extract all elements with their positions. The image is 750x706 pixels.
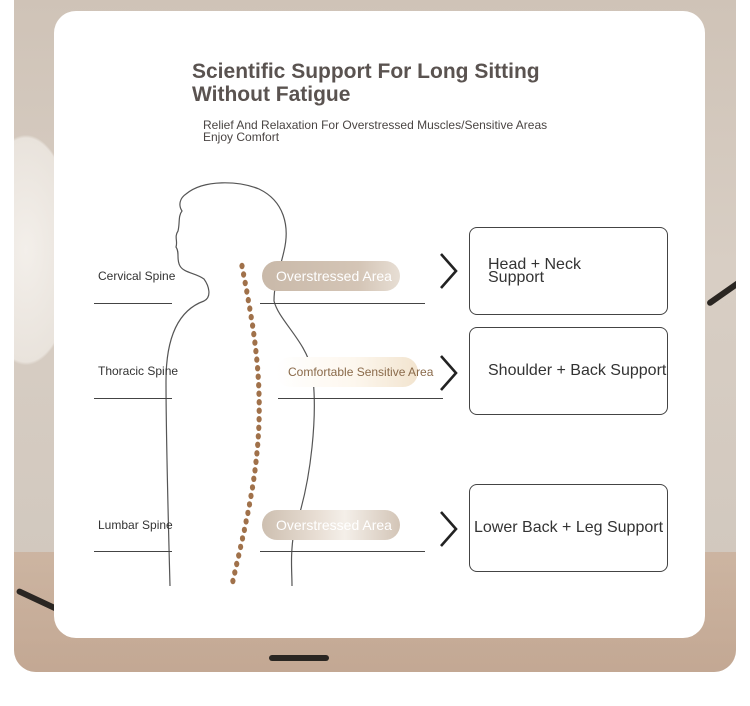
support-box-lower-back-leg: Lower Back + Leg Support xyxy=(469,484,668,572)
vertebra-dot xyxy=(256,390,262,397)
vertebra-dot xyxy=(245,509,251,517)
rug-stripe xyxy=(705,279,736,307)
divider-line xyxy=(94,303,172,304)
vertebra-dot xyxy=(255,441,261,448)
subtitle-line: Enjoy Comfort xyxy=(203,130,280,144)
vertebrae xyxy=(230,262,262,585)
vertebra-dot xyxy=(242,279,248,287)
vertebra-dot xyxy=(256,382,262,389)
vertebra-dot xyxy=(239,262,245,270)
divider-line xyxy=(94,398,172,399)
vertebra-dot xyxy=(232,569,238,576)
chevron-right-icon xyxy=(440,253,458,289)
page-subtitle: Relief And Relaxation For Overstressed M… xyxy=(203,119,603,143)
vertebra-dot xyxy=(244,288,250,295)
subtitle-line: Relief And Relaxation For Overstressed M… xyxy=(203,118,548,132)
vertebra-dot xyxy=(247,305,253,312)
vertebra-dot xyxy=(254,356,260,363)
vertebra-dot xyxy=(256,399,262,406)
rug-stripe xyxy=(269,655,329,661)
vertebra-dot xyxy=(252,339,258,346)
page-title: Scientific Support For Long Sitting With… xyxy=(192,60,540,106)
vertebra-dot xyxy=(234,560,240,568)
vertebra-dot xyxy=(252,467,258,474)
spine-label-cervical: Cervical Spine xyxy=(98,269,176,283)
area-pill-thoracic: Comfortable Sensitive Area xyxy=(276,357,433,387)
vertebra-dot xyxy=(256,416,262,423)
vertebra-dot xyxy=(254,450,260,457)
vertebra-dot xyxy=(243,518,249,525)
support-box-head-neck: Head + Neck Support xyxy=(469,227,668,315)
area-pill-cervical: Overstressed Area xyxy=(262,261,400,291)
divider-line xyxy=(260,303,425,304)
vertebra-dot xyxy=(253,458,259,465)
vertebra-dot xyxy=(241,271,247,278)
vertebra-dot xyxy=(255,365,261,372)
vertebra-dot xyxy=(239,535,246,542)
spine-label-lumbar: Lumbar Spine xyxy=(98,518,173,532)
chevron-right-icon xyxy=(440,355,458,391)
vertebra-dot xyxy=(236,552,242,559)
divider-line xyxy=(278,398,443,399)
vertebra-dot xyxy=(250,322,256,329)
vertebra-dot xyxy=(230,577,236,585)
vertebra-dot xyxy=(248,313,254,321)
area-pill-lumbar: Overstressed Area xyxy=(262,510,400,540)
vertebra-dot xyxy=(256,424,262,431)
vertebra-dot xyxy=(256,407,262,414)
vertebra-dot xyxy=(251,330,257,338)
spine-label-thoracic: Thoracic Spine xyxy=(98,364,179,378)
support-label: Lower Back + Leg Support xyxy=(474,519,664,536)
divider-line xyxy=(94,551,172,552)
info-card: Scientific Support For Long Sitting With… xyxy=(54,11,705,638)
vertebra-dot xyxy=(255,433,261,440)
vertebra-dot xyxy=(238,543,244,551)
vertebra-dot xyxy=(246,501,253,508)
vertebra-dot xyxy=(245,296,251,304)
vertebra-dot xyxy=(249,484,256,491)
vertebra-dot xyxy=(251,475,257,482)
support-box-shoulder-back: Shoulder + Back Support xyxy=(469,327,668,415)
divider-line xyxy=(260,551,425,552)
vertebra-dot xyxy=(253,347,259,355)
chevron-right-icon xyxy=(440,511,458,547)
support-label: Head + Neck Support xyxy=(488,256,581,286)
support-label: Shoulder + Back Support xyxy=(488,362,667,379)
vertebra-dot xyxy=(248,492,254,500)
vertebra-dot xyxy=(241,526,247,534)
vertebra-dot xyxy=(255,373,261,380)
